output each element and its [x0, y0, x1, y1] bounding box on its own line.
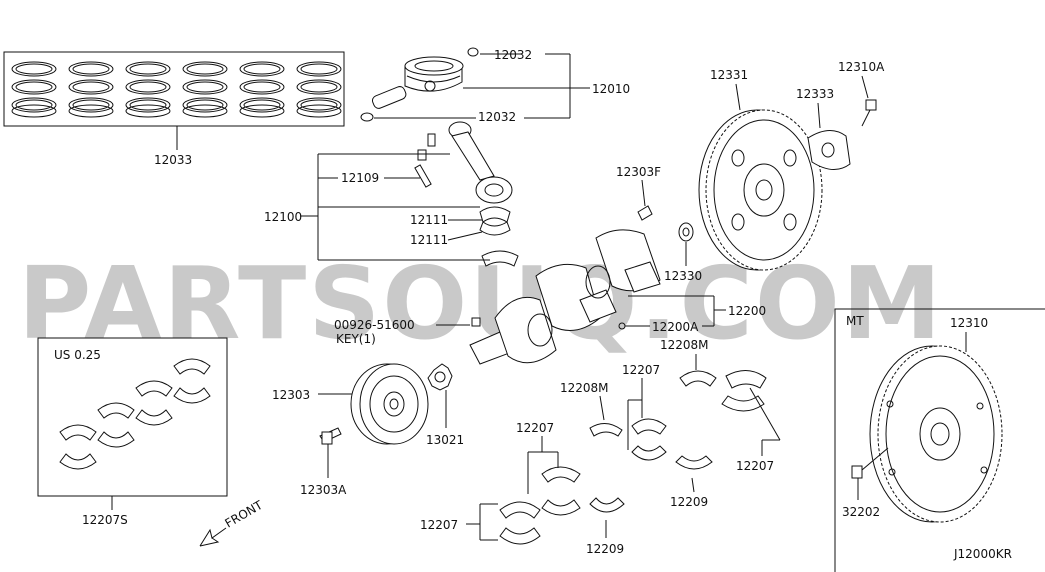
- piston-rings-box: [3, 51, 345, 127]
- undersize-box-title: US 0.25: [54, 348, 101, 362]
- pulley-illustration: [319, 363, 453, 445]
- main-bearings-illustration: [499, 370, 767, 545]
- label-12330[interactable]: 12330: [664, 269, 702, 283]
- label-12310[interactable]: 12310: [950, 316, 988, 330]
- label-12303[interactable]: 12303: [272, 388, 310, 402]
- label-12111-lower[interactable]: 12111: [410, 233, 448, 247]
- drive-plate-illustration: [698, 99, 877, 271]
- undersize-bearing-box: [37, 337, 228, 497]
- label-12109[interactable]: 12109: [341, 171, 379, 185]
- label-12303F[interactable]: 12303F: [616, 165, 661, 179]
- label-12100[interactable]: 12100: [264, 210, 302, 224]
- label-12310A[interactable]: 12310A: [838, 60, 885, 74]
- label-12010[interactable]: 12010: [592, 82, 630, 96]
- label-12207-a[interactable]: 12207: [622, 363, 660, 377]
- piston-rings-illustration: [11, 61, 342, 118]
- mt-box-border: [834, 308, 1045, 572]
- piston-illustration: [360, 47, 479, 122]
- label-12209-b[interactable]: 12209: [586, 542, 624, 556]
- label-12200A[interactable]: 12200A: [652, 320, 699, 334]
- label-12331[interactable]: 12331: [710, 68, 748, 82]
- label-12200[interactable]: 12200: [728, 304, 766, 318]
- label-12032-top[interactable]: 12032: [494, 48, 532, 62]
- key-note: KEY(1): [336, 332, 376, 346]
- label-12209-a[interactable]: 12209: [670, 495, 708, 509]
- front-arrow-icon: [199, 527, 227, 547]
- label-12207-d[interactable]: 12207: [420, 518, 458, 532]
- label-12208M-left[interactable]: 12208M: [560, 381, 609, 395]
- label-12033[interactable]: 12033: [154, 153, 192, 167]
- label-12207S[interactable]: 12207S: [82, 513, 128, 527]
- label-32202[interactable]: 32202: [842, 505, 880, 519]
- label-12333[interactable]: 12333: [796, 87, 834, 101]
- mt-box-title: MT: [846, 314, 864, 328]
- label-12208M-upper[interactable]: 12208M: [660, 338, 709, 352]
- label-12111-upper[interactable]: 12111: [410, 213, 448, 227]
- flywheel-mt-illustration: [851, 345, 1003, 523]
- label-12207-c[interactable]: 12207: [516, 421, 554, 435]
- label-00926-51600[interactable]: 00926-51600: [334, 318, 415, 332]
- undersize-bearings-illustration: [59, 358, 211, 470]
- connecting-rod-illustration: [414, 121, 519, 267]
- label-13021[interactable]: 13021: [426, 433, 464, 447]
- label-12207-b[interactable]: 12207: [736, 459, 774, 473]
- label-12032-bottom[interactable]: 12032: [478, 110, 516, 124]
- label-12303A[interactable]: 12303A: [300, 483, 347, 497]
- crankshaft-illustration: [469, 205, 694, 365]
- front-label: FRONT: [223, 498, 266, 531]
- diagram-code: J12000KR: [953, 547, 1012, 561]
